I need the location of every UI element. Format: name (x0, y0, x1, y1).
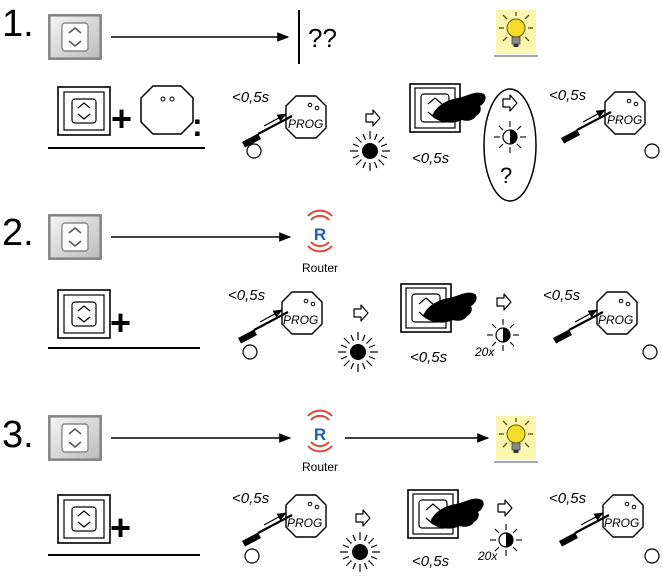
hand-press-icon (400, 283, 478, 333)
step-1: 1. ?? + : <0,5s PROG <0,5s ? <0,5s PROG (2, 3, 660, 202)
question-mark: ? (500, 163, 512, 188)
light-bulb-icon (493, 9, 539, 57)
step-number: 3. (2, 414, 34, 456)
led-blinking-icon (337, 331, 379, 373)
short-press-label: <0,5s (543, 287, 581, 304)
prog-label: PROG (283, 313, 318, 327)
rocker-switch-icon (47, 13, 103, 61)
next-arrow-icon (497, 499, 513, 517)
led-blinking-icon (349, 130, 391, 172)
prog-label: PROG (607, 113, 642, 127)
prog-label: PROG (288, 117, 323, 131)
next-arrow-icon (496, 293, 512, 311)
led-off-icon (644, 143, 660, 159)
result-oval (483, 88, 537, 202)
light-bulb-icon (493, 415, 539, 463)
prog-label: PROG (598, 313, 633, 327)
prog-label: PROG (287, 516, 322, 530)
short-press-label: <0,5s (232, 490, 270, 507)
next-arrow-icon (502, 94, 518, 112)
next-arrow-icon (355, 509, 371, 527)
result-unknown: ?? (308, 23, 337, 53)
led-blinking-icon (339, 531, 381, 573)
blink-count: 20x (474, 345, 495, 359)
router-label: Router (302, 261, 338, 275)
step-number: 1. (2, 3, 34, 45)
router-letter: R (314, 225, 326, 244)
rocker-switch-outline-icon (57, 289, 111, 339)
step-2: 2. R Router + <0,5s PROG <0,5s 20x <0,5s… (2, 209, 658, 373)
led-off-icon (244, 548, 260, 564)
led-off-icon (246, 143, 262, 159)
short-press-label: <0,5s (412, 553, 450, 570)
led-off-icon (242, 344, 258, 360)
led-half-icon (493, 120, 527, 154)
hand-press-icon (407, 489, 485, 539)
short-press-label: <0,5s (232, 89, 270, 106)
flush-actuator-icon (140, 85, 194, 135)
step-number: 2. (2, 212, 34, 254)
rocker-switch-outline-icon (57, 86, 111, 136)
plus-sign: + (110, 302, 131, 343)
prog-label: PROG (604, 516, 639, 530)
short-press-label: <0,5s (410, 349, 448, 366)
rocker-switch-icon (47, 414, 103, 462)
short-press-label: <0,5s (549, 87, 587, 104)
step-3: 3. R Router + <0,5s PROG <0,5s 20x <0,5s… (2, 409, 660, 573)
hand-press-icon (409, 83, 487, 133)
rocker-switch-icon (47, 213, 103, 261)
next-arrow-icon (353, 304, 369, 322)
led-off-icon (642, 344, 658, 360)
plus-sign: + (111, 98, 132, 139)
colon-sign: : (192, 107, 203, 143)
plus-sign: + (110, 507, 131, 548)
short-press-label: <0,5s (549, 490, 587, 507)
led-off-icon (644, 548, 660, 564)
blink-count: 20x (477, 549, 498, 563)
short-press-label: <0,5s (228, 287, 266, 304)
router-letter: R (314, 425, 326, 444)
short-press-label: <0,5s (412, 150, 450, 167)
next-arrow-icon (365, 109, 381, 127)
router-label: Router (302, 460, 338, 474)
rocker-switch-outline-icon (57, 494, 111, 544)
